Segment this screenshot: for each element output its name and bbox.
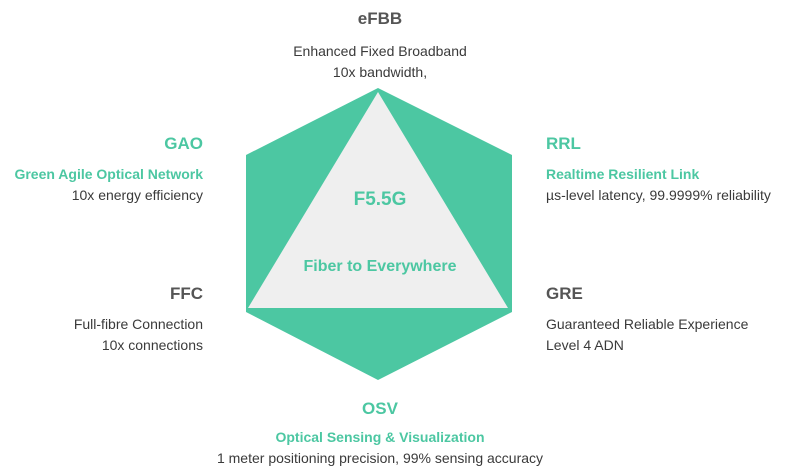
rrl-detail: µs-level latency, 99.9999% reliability <box>546 187 771 203</box>
rrl-abbr: RRL <box>546 134 581 153</box>
inner-triangle <box>248 92 508 308</box>
gre-name: Guaranteed Reliable Experience <box>546 316 749 332</box>
osv-block: OSV Optical Sensing & Visualization 1 me… <box>170 398 590 469</box>
rrl-block: RRL Realtime Resilient Link µs-level lat… <box>546 133 786 206</box>
gre-block: GRE Guaranteed Reliable Experience Level… <box>546 283 786 356</box>
gao-abbr: GAO <box>164 134 203 153</box>
osv-name: Optical Sensing & Visualization <box>275 429 485 445</box>
efbb-abbr: eFBB <box>357 9 403 28</box>
efbb-detail: 10x bandwidth, <box>332 64 428 80</box>
efbb-block: eFBB Enhanced Fixed Broadband 10x bandwi… <box>250 8 510 83</box>
gao-detail: 10x energy efficiency <box>71 187 203 203</box>
center-subtitle: Fiber to Everywhere <box>303 258 457 275</box>
center-title: F5.5G <box>353 189 407 210</box>
osv-abbr: OSV <box>362 399 398 418</box>
ffc-name: Full-fibre Connection <box>73 316 203 332</box>
ffc-block: FFC Full-fibre Connection 10x connection… <box>0 283 203 356</box>
gao-block: GAO Green Agile Optical Network 10x ener… <box>0 133 203 206</box>
rrl-name: Realtime Resilient Link <box>546 166 700 182</box>
osv-detail: 1 meter positioning precision, 99% sensi… <box>216 450 544 466</box>
efbb-name: Enhanced Fixed Broadband <box>293 43 467 59</box>
gao-name: Green Agile Optical Network <box>14 166 203 182</box>
gre-abbr: GRE <box>546 284 583 303</box>
gre-detail: Level 4 ADN <box>546 337 624 353</box>
ffc-abbr: FFC <box>169 284 203 303</box>
ffc-detail: 10x connections <box>101 337 203 353</box>
